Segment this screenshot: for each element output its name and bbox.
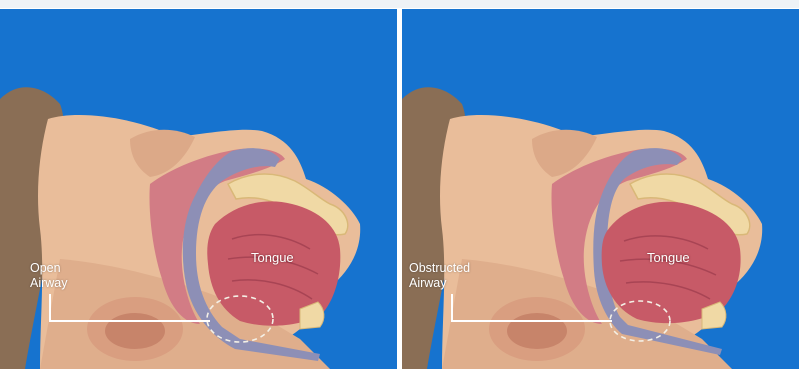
airway-label-line2: Airway bbox=[30, 276, 68, 291]
airway-label: Obstructed Airway bbox=[409, 261, 470, 291]
airway-label-line2: Airway bbox=[409, 276, 470, 291]
ear-inner bbox=[507, 313, 567, 349]
open-airway-panel: Open Airway Tongue bbox=[0, 9, 397, 369]
obstructed-airway-panel: Obstructed Airway Tongue bbox=[402, 9, 799, 369]
tongue-label: Tongue bbox=[251, 250, 294, 265]
tongue-label: Tongue bbox=[647, 250, 690, 265]
ear-inner bbox=[105, 313, 165, 349]
airway-label-line1: Obstructed bbox=[409, 261, 470, 276]
obstructed-airway-illustration bbox=[402, 9, 799, 369]
airway-label-line1: Open bbox=[30, 261, 68, 276]
open-airway-illustration bbox=[0, 9, 397, 369]
airway-label: Open Airway bbox=[30, 261, 68, 291]
